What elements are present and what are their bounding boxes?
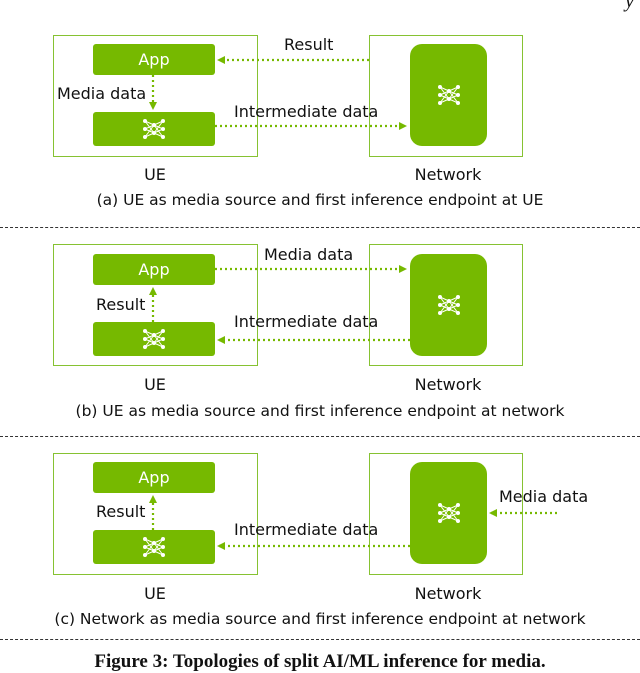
app-label: App bbox=[138, 468, 170, 487]
figure-caption: Figure 3: Topologies of split AI/ML infe… bbox=[94, 651, 546, 672]
network-model-b bbox=[410, 254, 487, 356]
neural-network-icon bbox=[141, 326, 167, 352]
neural-network-icon bbox=[436, 82, 462, 108]
neural-network-icon bbox=[141, 116, 167, 142]
arrow-label-intermediate: Intermediate data bbox=[234, 312, 379, 331]
divider bbox=[0, 436, 640, 437]
ue-label: UE bbox=[144, 584, 166, 603]
model-block-a bbox=[93, 112, 215, 146]
network-model-a bbox=[410, 44, 487, 146]
cut-off-text: y bbox=[625, 0, 634, 12]
neural-network-icon bbox=[436, 500, 462, 526]
arrow-label-intermediate: Intermediate data bbox=[234, 102, 379, 121]
vertical-label-result: Result bbox=[96, 295, 146, 314]
app-label: App bbox=[138, 50, 170, 69]
ue-label: UE bbox=[144, 375, 166, 394]
vertical-label-media: Media data bbox=[57, 84, 147, 103]
panel-caption-c: (c) Network as media source and first in… bbox=[54, 610, 586, 628]
network-label: Network bbox=[414, 375, 482, 394]
network-model-c bbox=[410, 462, 487, 564]
divider bbox=[0, 227, 640, 228]
arrow-label-media-external: Media data bbox=[499, 487, 589, 506]
neural-network-icon bbox=[436, 292, 462, 318]
model-block-b bbox=[93, 322, 215, 356]
app-block-c: App bbox=[93, 462, 215, 493]
network-label: Network bbox=[414, 584, 482, 603]
model-block-c bbox=[93, 530, 215, 564]
neural-network-icon bbox=[141, 534, 167, 560]
vertical-label-result: Result bbox=[96, 502, 146, 521]
arrow-label-intermediate: Intermediate data bbox=[234, 520, 379, 539]
network-label: Network bbox=[414, 165, 482, 184]
app-label: App bbox=[138, 260, 170, 279]
app-block-a: App bbox=[93, 44, 215, 75]
ue-label: UE bbox=[144, 165, 166, 184]
divider bbox=[0, 639, 640, 640]
panel-caption-b: (b) UE as media source and first inferen… bbox=[75, 402, 565, 420]
arrow-label-result: Result bbox=[284, 35, 334, 54]
app-block-b: App bbox=[93, 254, 215, 285]
panel-caption-a: (a) UE as media source and first inferen… bbox=[96, 191, 544, 209]
arrow-label-media: Media data bbox=[264, 245, 354, 264]
